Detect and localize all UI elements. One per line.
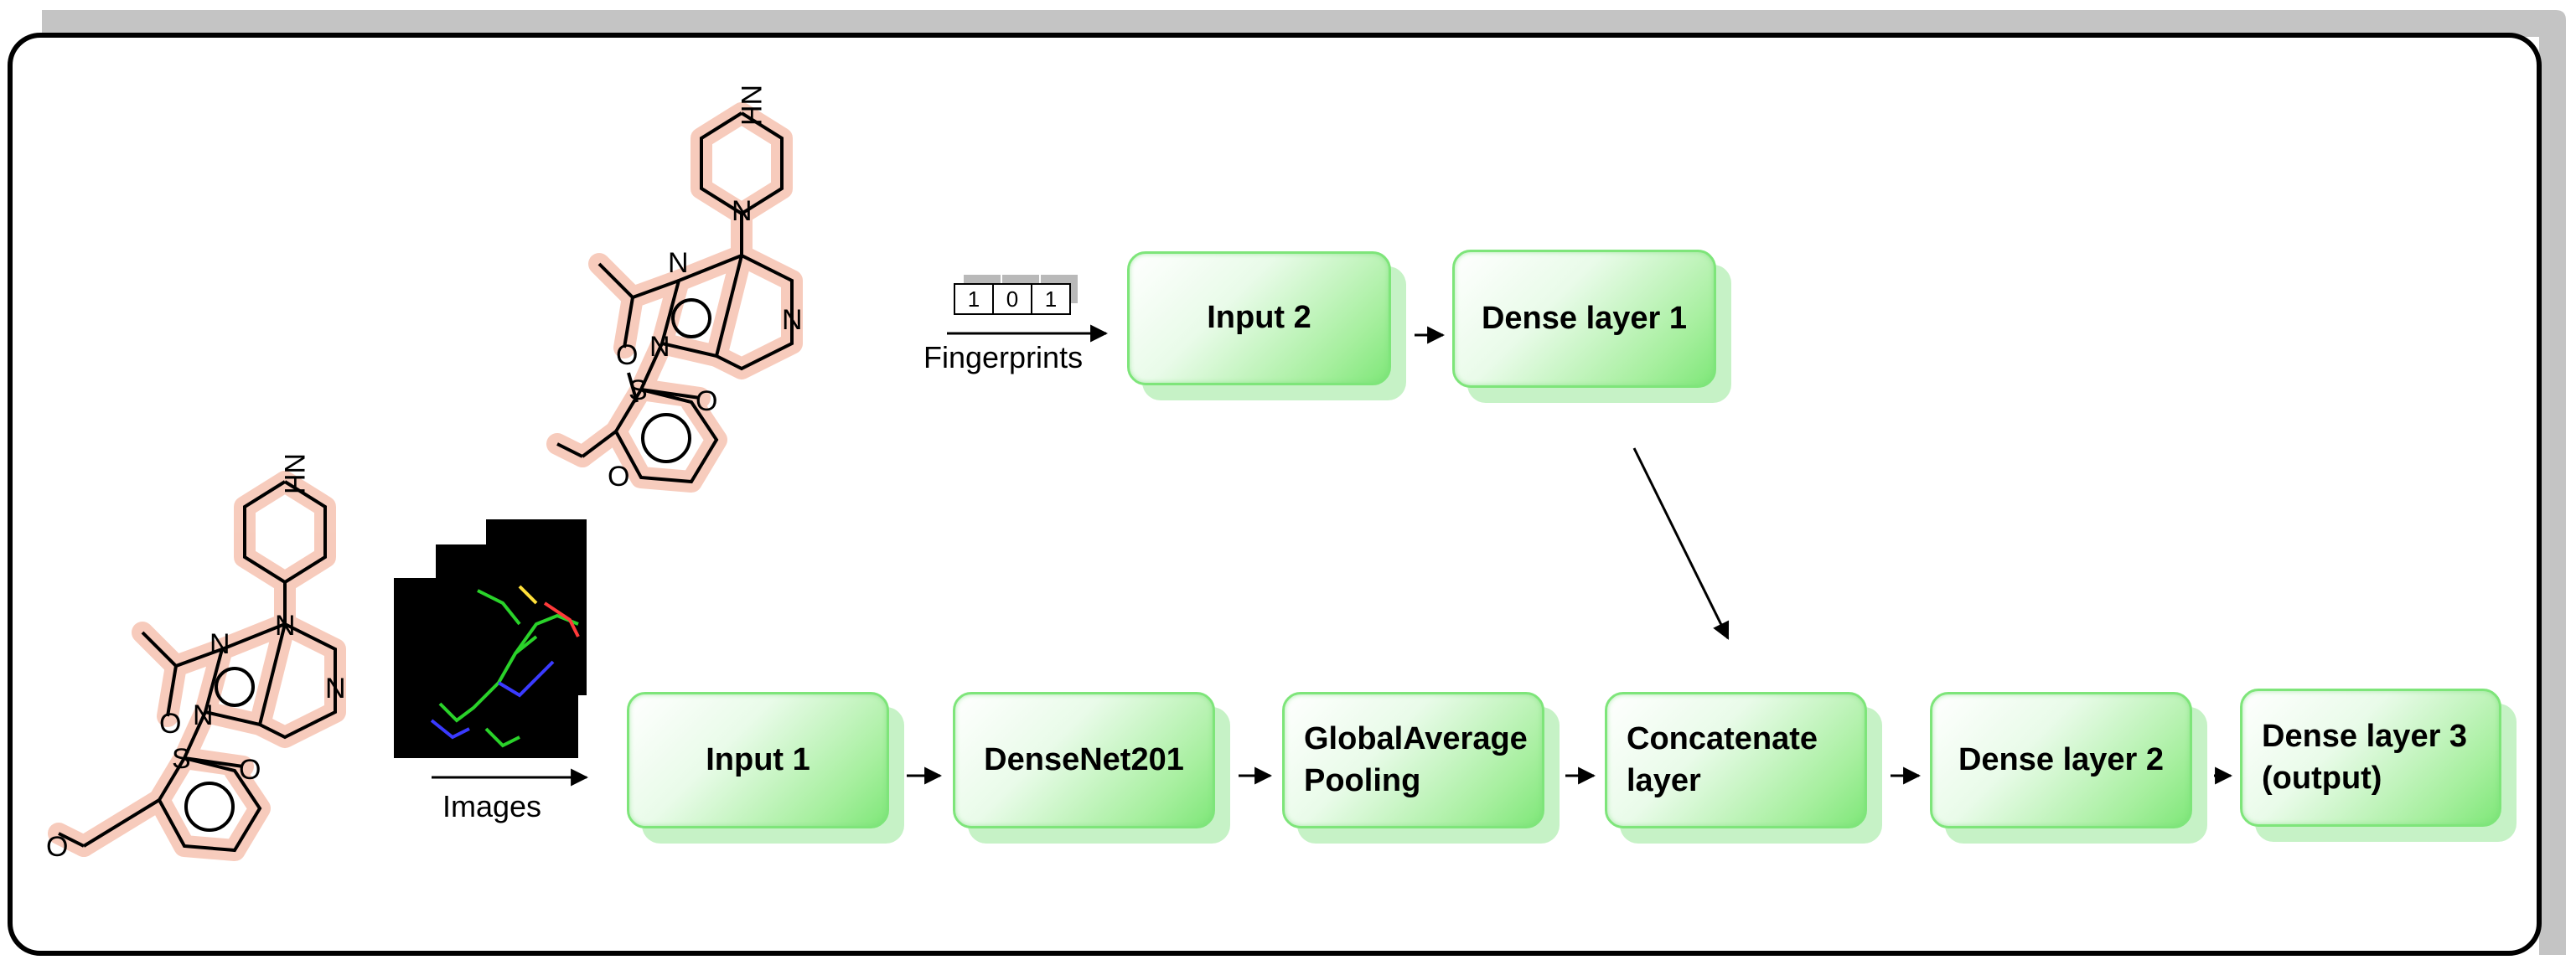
concatenate-layer-label: Concatenate layer <box>1627 721 1818 798</box>
atom-o-top-2: O <box>696 385 717 417</box>
input-2-label: Input 2 <box>1207 300 1311 336</box>
edge-dense1-to-concat <box>1632 447 1730 640</box>
atom-s-top: S <box>628 374 648 406</box>
bit-1: 1 <box>954 283 994 315</box>
atom-o-bottom-3: O <box>46 831 68 863</box>
densenet201-label: DenseNet201 <box>984 741 1184 777</box>
atom-n-bottom-1: N <box>275 610 296 642</box>
atom-n-bottom-3: N <box>193 699 214 731</box>
global-average-pooling-node: GlobalAverage Pooling <box>1282 692 1560 844</box>
dense-layer-3-node: Dense layer 3 (output) <box>2240 689 2517 842</box>
atom-o-bottom-1: O <box>159 708 181 740</box>
input-2-node: Input 2 <box>1127 251 1406 400</box>
atom-n-bottom-4: N <box>325 673 346 704</box>
molecule-bottom: NH N N N N S O O O <box>46 453 346 863</box>
molecule-top: NH N N N N S O O O <box>546 85 803 493</box>
dense-layer-2-node: Dense layer 2 <box>1930 692 2207 844</box>
atom-n-top-2: N <box>668 247 689 279</box>
bit-3: 1 <box>1031 283 1071 315</box>
edges <box>907 326 2233 785</box>
input-1-label: Input 1 <box>706 741 810 777</box>
global-average-pooling-label: GlobalAverage Pooling <box>1304 721 1528 798</box>
densenet201-node: DenseNet201 <box>953 692 1230 844</box>
atom-o-top-1: O <box>616 339 638 371</box>
atom-nh-bottom: NH <box>278 453 310 494</box>
atom-nh-top: NH <box>735 85 767 126</box>
atom-o-bottom-2: O <box>239 754 261 786</box>
atom-o-top-3: O <box>608 461 629 493</box>
images-stack-icon <box>394 519 587 758</box>
atom-n-top-4: N <box>782 304 803 336</box>
fingerprints-label: Fingerprints <box>923 340 1084 374</box>
dense-layer-1-label: Dense layer 1 <box>1481 300 1688 336</box>
frame-border <box>8 33 2542 956</box>
bit-2: 0 <box>992 283 1032 315</box>
concatenate-layer-node: Concatenate layer <box>1605 692 1882 844</box>
atom-n-bottom-2: N <box>209 628 230 660</box>
atom-n-top-1: N <box>732 195 753 227</box>
images-label: Images <box>442 789 542 823</box>
dense-layer-3-label: Dense layer 3 (output) <box>2262 719 2468 796</box>
dense-layer-2-label: Dense layer 2 <box>1958 741 2165 777</box>
dense-layer-1-node: Dense layer 1 <box>1452 250 1731 403</box>
atom-s-bottom: S <box>172 743 191 775</box>
input-1-node: Input 1 <box>627 692 904 844</box>
atom-n-top-3: N <box>649 331 670 363</box>
